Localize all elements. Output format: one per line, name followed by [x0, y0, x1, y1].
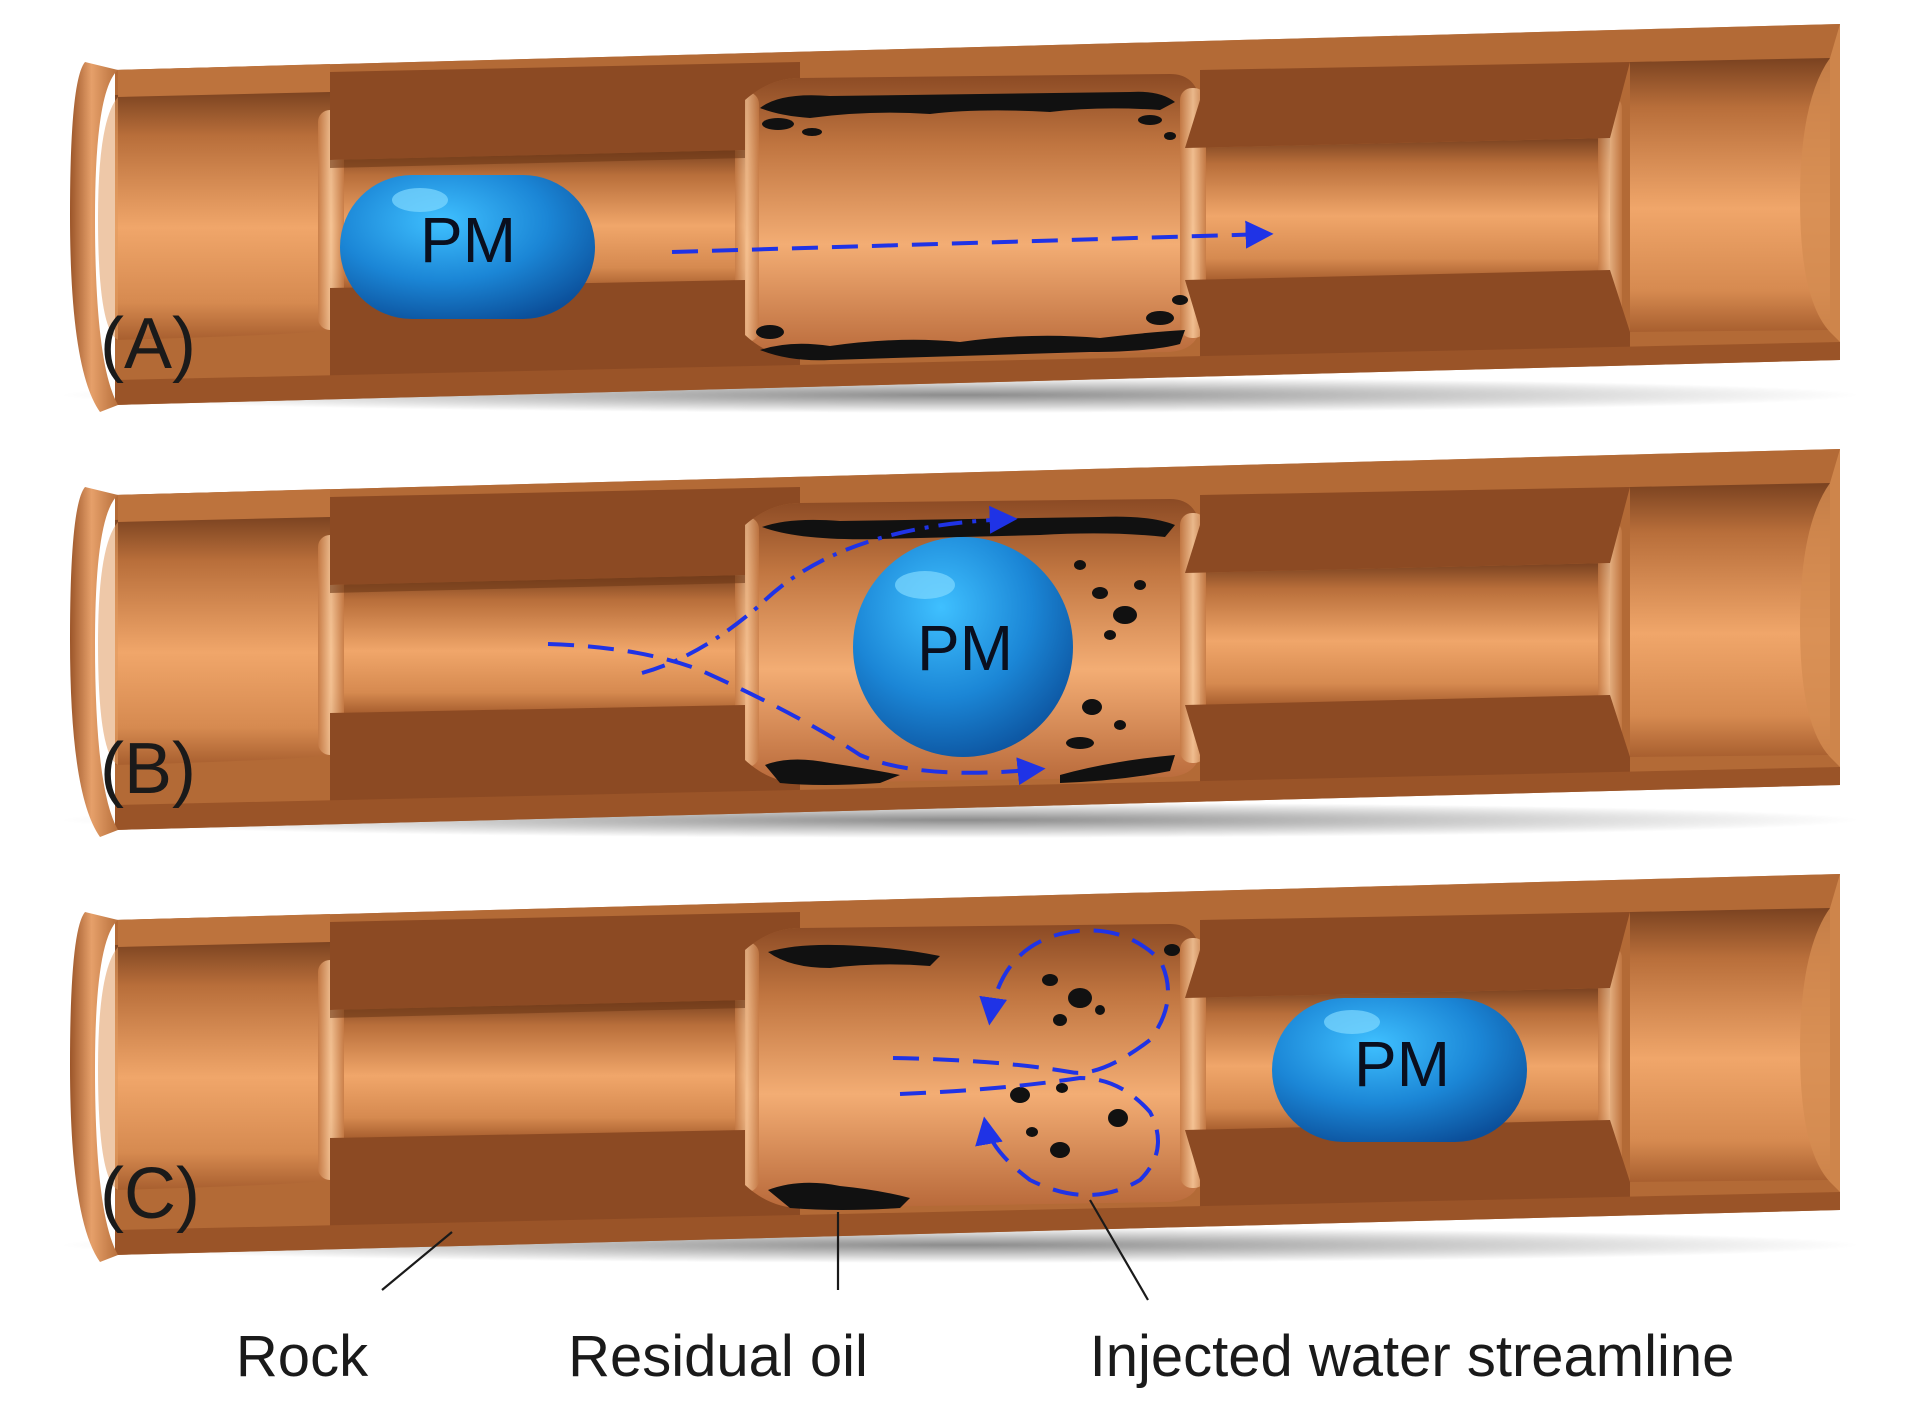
injected-water-streamline-b	[547, 505, 1046, 786]
injected-water-streamline-c	[892, 928, 1170, 1197]
callouts: Rock Residual oil Injected water streaml…	[236, 1199, 1735, 1389]
panel-c: PM (C)	[60, 874, 1860, 1263]
panel-a: PM (A)	[60, 24, 1860, 413]
streamline-leader-line	[1089, 1199, 1149, 1301]
panel-label-a: (A)	[100, 304, 196, 384]
polymer-microsphere-c: PM	[1272, 998, 1527, 1142]
streamline-label: Injected water streamline	[1090, 1324, 1735, 1389]
panel-label-c: (C)	[100, 1154, 200, 1234]
panel-b: PM (B)	[60, 449, 1860, 838]
residual-oil-label: Residual oil	[568, 1324, 868, 1389]
polymer-microsphere-a: PM	[340, 175, 595, 319]
pm-label: PM	[917, 612, 1013, 684]
residual-oil-a	[756, 91, 1188, 361]
pm-label: PM	[420, 204, 516, 276]
rock-label: Rock	[236, 1324, 369, 1389]
pm-label: PM	[1354, 1028, 1450, 1100]
polymer-microsphere-b: PM	[853, 537, 1073, 757]
injected-water-streamline-a	[671, 220, 1274, 254]
residual-oil-c	[768, 944, 1180, 1210]
residual-oil-b	[762, 516, 1175, 785]
panel-label-b: (B)	[100, 729, 196, 809]
rock-leader-line	[381, 1231, 453, 1291]
